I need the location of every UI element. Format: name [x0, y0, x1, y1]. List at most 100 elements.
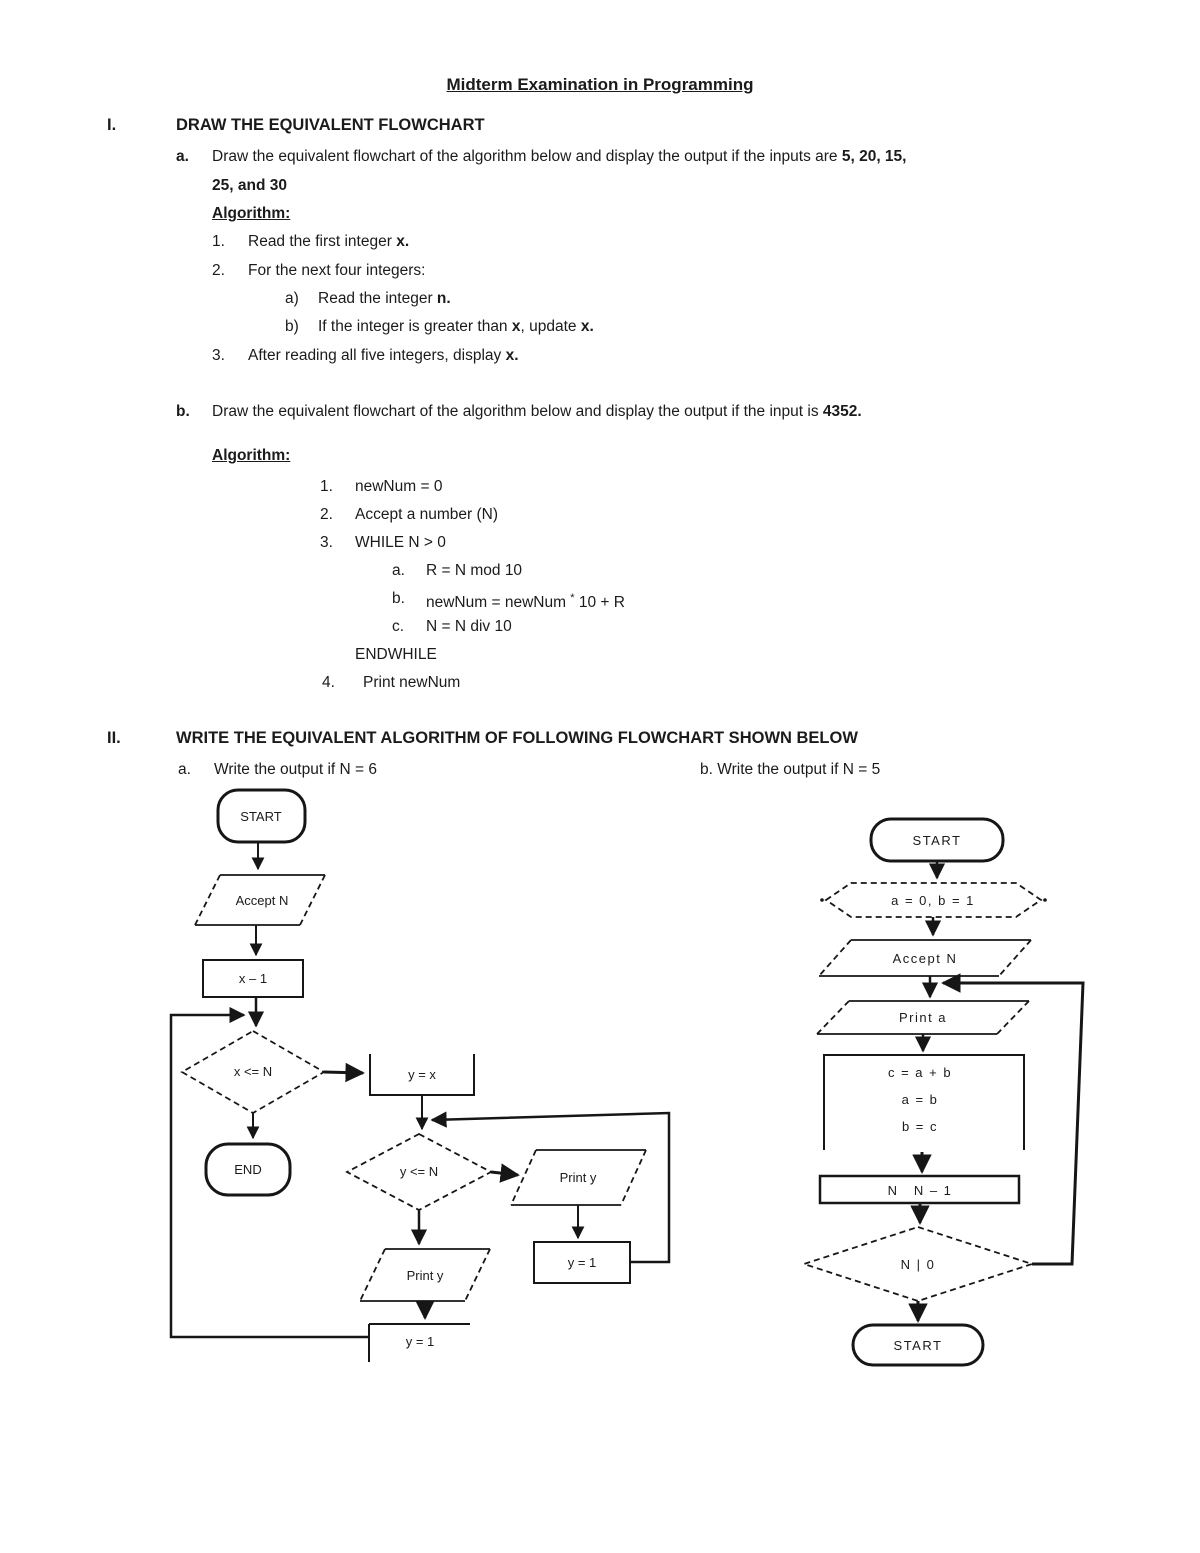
b-step3-num: 3. — [320, 534, 333, 551]
fa-print-y-bottom-label: Print y — [407, 1268, 444, 1283]
fa-end-terminal: END — [204, 1142, 292, 1197]
fb-decrement-process: N N – 1 — [818, 1174, 1021, 1205]
fb-end-terminal: START — [851, 1323, 985, 1367]
a-step3-var: x. — [505, 347, 519, 364]
fa-y-reset-right-label: y = 1 — [568, 1255, 597, 1270]
fa-loop-inner — [430, 1111, 671, 1264]
fb-start-terminal: START — [869, 817, 1005, 863]
fb-calc-line1: c = a + b — [888, 1065, 952, 1080]
fa-cond-x-label: x <= N — [234, 1064, 272, 1079]
b-stepc-text: N = N div 10 — [426, 618, 512, 635]
b-stepc-num: c. — [392, 618, 405, 635]
fa-start-label: START — [240, 809, 281, 824]
fa-print-y-right-label: Print y — [560, 1170, 597, 1185]
b-step4-text: Print newNum — [363, 674, 461, 691]
item-a-line1: Draw the equivalent flowchart of the alg… — [212, 147, 906, 166]
b-step1-num: 1. — [320, 478, 333, 495]
a-step3: After reading all five integers, display… — [248, 346, 519, 365]
fb-accept-n-io: Accept N — [818, 939, 1032, 977]
fa-print-y-bottom-io: Print y — [359, 1248, 491, 1302]
a-stepb-text1: If the integer is greater than — [318, 318, 512, 335]
item-a-line2: 25, and 30 — [212, 177, 287, 194]
b-step3-text: WHILE N > 0 — [355, 534, 446, 551]
b-stepb-star: * — [570, 592, 575, 604]
section1-numeral: I. — [107, 116, 117, 134]
a-step1-var: x. — [396, 233, 410, 250]
fb-decrement-label: N N – 1 — [888, 1183, 953, 1198]
title-row: Midterm Examination in Programming — [0, 75, 1200, 95]
fb-print-a-label: Print a — [899, 1010, 947, 1025]
algorithm-b-label: Algorithm: — [212, 447, 291, 464]
a-step1-num: 1. — [212, 233, 225, 250]
a-stepb-var2: x. — [580, 318, 594, 335]
a-step3-num: 3. — [212, 347, 225, 364]
fb-init-hexagon: a = 0, b = 1 — [820, 882, 1047, 918]
s2-a-text: Write the output if N = 6 — [214, 761, 377, 778]
a-step2-text: For the next four integers: — [248, 262, 426, 279]
item-a-line1-text: Draw the equivalent flowchart of the alg… — [212, 148, 842, 165]
item-b-line: Draw the equivalent flowchart of the alg… — [212, 402, 862, 421]
a-step2-num: 2. — [212, 262, 225, 279]
fa-connector — [323, 1062, 365, 1083]
b-stepb-text2: 10 + R — [574, 594, 625, 612]
fa-x-init-label: x – 1 — [239, 971, 267, 986]
fb-loop-edge — [941, 973, 1085, 1266]
fa-cond-x-decision: x <= N — [180, 1029, 326, 1115]
b-step4-num: 4. — [322, 674, 335, 691]
fb-init-label: a = 0, b = 1 — [891, 893, 975, 908]
b-stepa-num: a. — [392, 562, 405, 579]
a-stepb-num: b) — [285, 318, 299, 335]
fa-x-init-process: x – 1 — [202, 959, 304, 998]
fa-print-y-right-io: Print y — [510, 1149, 647, 1206]
fb-end-terminal-label: START — [894, 1338, 943, 1353]
fb-calc-line2: a = b — [902, 1092, 939, 1107]
a-step1-text: Read the first integer — [248, 233, 397, 250]
b-stepb: newNum = newNum * 10 + R — [426, 589, 625, 612]
section2-numeral: II. — [107, 729, 121, 747]
fa-cond-y-label: y <= N — [400, 1164, 438, 1179]
section2-heading: WRITE THE EQUIVALENT ALGORITHM OF FOLLOW… — [176, 729, 858, 747]
s2-a-label: a. — [178, 761, 191, 778]
item-a-label: a. — [176, 148, 189, 165]
a-step3-text: After reading all five integers, display — [248, 347, 506, 364]
fa-accept-n-io: Accept N — [194, 874, 326, 926]
algorithm-a-label: Algorithm: — [212, 205, 291, 222]
b-step2-text: Accept a number (N) — [355, 506, 498, 523]
fa-y-reset-bottom-process: y = 1 — [368, 1323, 470, 1362]
item-b-line-text: Draw the equivalent flowchart of the alg… — [212, 403, 823, 420]
a-stepa-text: Read the integer — [318, 290, 437, 307]
a-stepa-num: a) — [285, 290, 299, 307]
b-stepa-text: R = N mod 10 — [426, 562, 523, 579]
a-stepb-text2: , update — [520, 318, 581, 335]
page-title: Midterm Examination in Programming — [446, 75, 754, 94]
a-step1: Read the first integer x. — [248, 232, 409, 251]
fb-print-a-io: Print a — [816, 1000, 1030, 1035]
fa-start-terminal: START — [216, 788, 307, 844]
fb-cond-n-decision: N | 0 — [801, 1226, 1035, 1302]
item-a-line1-inputs: 5, 20, 15, — [841, 148, 907, 165]
b-stepb-num: b. — [392, 590, 405, 607]
fb-calc-line3: b = c — [902, 1119, 938, 1134]
fa-cond-y-decision: y <= N — [345, 1132, 493, 1212]
fa-end-label: END — [234, 1162, 261, 1177]
fa-loop-outer — [169, 1006, 369, 1339]
fa-connector — [490, 1163, 520, 1183]
fa-y-assign-process: y = x — [369, 1054, 475, 1096]
fa-y-reset-right-process: y = 1 — [533, 1241, 631, 1284]
item-b-line-input: 4352. — [822, 403, 862, 420]
b-step1-text: newNum = 0 — [355, 478, 443, 495]
fb-cond-n-label: N | 0 — [901, 1257, 936, 1272]
b-endwhile: ENDWHILE — [355, 646, 437, 663]
fa-accept-n-label: Accept N — [236, 893, 289, 908]
fb-start-label: START — [913, 833, 962, 848]
fb-accept-n-label: Accept N — [893, 951, 958, 966]
s2-b-text: b. Write the output if N = 5 — [700, 761, 881, 778]
a-stepa: Read the integer n. — [318, 289, 451, 308]
flowchart-b: START a = 0, b = 1 Accept N Pri — [801, 817, 1085, 1367]
b-step2-num: 2. — [320, 506, 333, 523]
fa-y-reset-bottom-label: y = 1 — [406, 1334, 435, 1349]
item-b-label: b. — [176, 403, 190, 420]
a-stepa-var: n. — [436, 290, 451, 307]
fa-y-assign-label: y = x — [408, 1067, 436, 1082]
